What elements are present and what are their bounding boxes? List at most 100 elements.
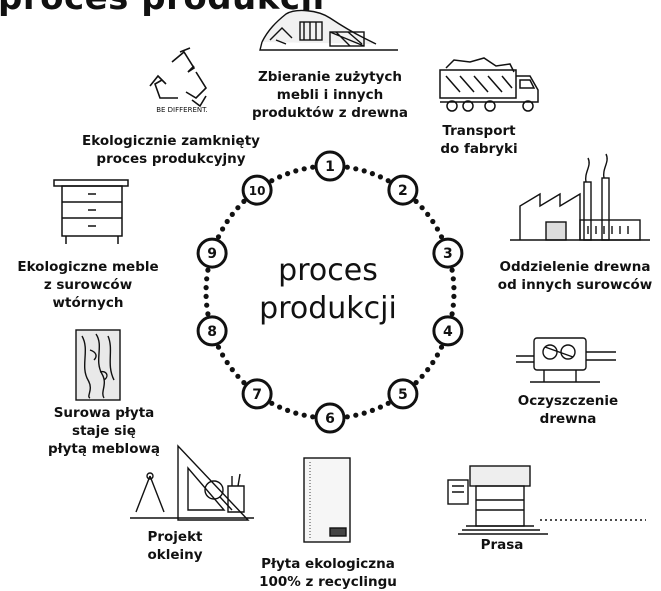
ring-dot	[449, 311, 455, 317]
ring-dot	[229, 211, 235, 217]
step-circle	[432, 237, 464, 269]
step-circle	[241, 378, 273, 410]
wood-plank-icon	[75, 329, 121, 401]
dresser-icon	[53, 179, 129, 244]
ring-dot	[361, 168, 367, 174]
step-node-7: 7	[241, 378, 273, 410]
step-number: 6	[325, 411, 335, 427]
ring-dot	[215, 234, 222, 240]
step-node-4: 4	[432, 315, 464, 347]
ring-dot	[220, 352, 226, 358]
step-circle	[387, 378, 419, 410]
ring-dot	[430, 359, 436, 366]
ring-dot	[224, 359, 230, 366]
press-icon	[447, 465, 646, 535]
ring-dot	[369, 171, 375, 177]
label-transport: Transport do fabryki	[424, 122, 534, 158]
label-closed-loop-line-2: proces produkcyjny	[96, 151, 246, 167]
label-press-line-1: Prasa	[480, 537, 524, 553]
ring-dot	[277, 174, 283, 180]
label-veneer-line-2: okleiny	[147, 547, 203, 563]
label-collect-line-1: Zbieranie zużytych	[257, 69, 403, 85]
ring-dot	[361, 410, 367, 416]
ring-dot	[413, 380, 419, 386]
ring-dot	[430, 218, 436, 225]
ring-dot	[344, 164, 350, 170]
ring-dot	[438, 344, 445, 350]
ring-dot	[419, 373, 425, 379]
ring-dot	[301, 412, 307, 418]
ring-dot	[205, 311, 211, 317]
step-number: 7	[252, 387, 262, 403]
step-circle	[387, 174, 419, 206]
label-raw-board-line-3: płytą meblową	[47, 441, 161, 457]
label-eco-furniture-line-3: wtórnych	[52, 295, 124, 311]
ring-dot	[215, 344, 222, 350]
step-circle	[196, 237, 228, 269]
ring-dot	[434, 352, 440, 358]
label-raw-board-line-2: staje się	[72, 423, 136, 439]
label-eco-furniture: Ekologiczne meble z surowców wtórnych	[10, 258, 166, 312]
step-number: 1	[325, 159, 335, 175]
label-veneer: Projekt okleiny	[135, 528, 215, 564]
step-number: 3	[443, 246, 453, 262]
center-label-line-1: proces	[278, 253, 378, 288]
ring-dot	[449, 267, 455, 273]
label-clean-line-1: Oczyszczenie	[517, 393, 619, 409]
step-circle	[314, 402, 346, 434]
label-closed-loop: Ekologicznie zamknięty proces produkcyjn…	[74, 132, 268, 168]
ring-dot	[451, 293, 457, 299]
recycle-badge-text: BE DIFFERENT.	[156, 106, 208, 114]
landfill-icon	[259, 9, 398, 51]
label-raw-board: Surowa płyta staje się płytą meblową	[42, 404, 166, 458]
label-clean-line-2: drewna	[539, 411, 597, 427]
ring-dot	[241, 380, 247, 386]
ring-dot	[369, 407, 375, 413]
ring-dot	[203, 285, 209, 291]
label-separate-line-1: Oddzielenie drewna	[499, 259, 651, 275]
step-node-2: 2	[387, 174, 419, 206]
ring-dot	[269, 178, 275, 184]
label-collect: Zbieranie zużytych mebli i innych produk…	[250, 68, 410, 122]
ring-dot	[293, 168, 299, 174]
ring-dot	[203, 293, 209, 299]
ring-dot	[293, 410, 299, 416]
drafting-tools-icon	[130, 444, 254, 521]
ring-dot	[451, 285, 457, 291]
ring-dot	[301, 166, 307, 172]
ring-dot	[204, 302, 210, 308]
ring-dot	[310, 164, 316, 170]
step-number: 10	[249, 184, 266, 198]
recycle-icon: BE DIFFERENT.	[149, 47, 208, 114]
ring-dot	[269, 400, 275, 406]
step-node-9: 9	[196, 237, 228, 269]
ring-dot	[204, 276, 210, 282]
label-veneer-line-1: Projekt	[147, 529, 203, 545]
ring-dot	[419, 205, 425, 211]
center-label: proces produkcji	[228, 252, 428, 328]
label-separate-line-2: od innych surowców	[497, 277, 653, 293]
step-node-8: 8	[196, 315, 228, 347]
label-eco-furniture-line-1: Ekologiczne meble	[17, 259, 159, 275]
ring-dot	[241, 198, 247, 204]
label-separate: Oddzielenie drewna od innych surowców	[490, 258, 660, 294]
label-transport-line-1: Transport	[442, 123, 516, 139]
ring-dot	[413, 198, 419, 204]
center-label-line-2: produkcji	[259, 291, 397, 326]
ring-dot	[344, 414, 350, 420]
label-eco-furniture-line-2: z surowców	[43, 277, 133, 293]
ring-dot	[377, 174, 383, 180]
ring-dot	[425, 211, 431, 217]
step-node-10: 10	[241, 174, 273, 206]
step-number: 2	[398, 183, 408, 199]
truck-icon	[439, 57, 539, 112]
ring-dot	[205, 267, 211, 273]
step-circle	[432, 315, 464, 347]
ring-dot	[235, 373, 241, 379]
step-node-6: 6	[314, 402, 346, 434]
step-node-3: 3	[432, 237, 464, 269]
label-eco-board: Płyta ekologiczna 100% z recyclingu	[246, 555, 410, 591]
